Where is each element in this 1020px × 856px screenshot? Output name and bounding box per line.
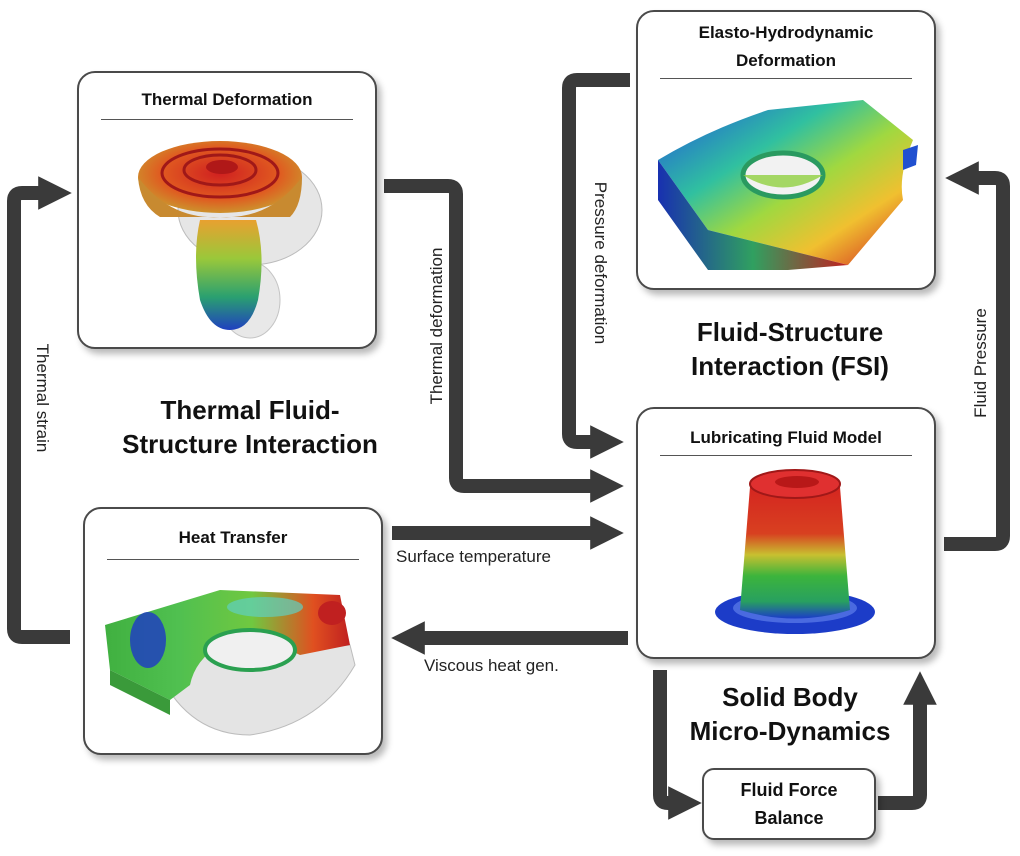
card-divider bbox=[101, 119, 353, 120]
pressure-deformation-arrow bbox=[562, 73, 630, 459]
fluid-pressure-arrow bbox=[944, 161, 1010, 551]
fluid-force-title-line1: Fluid Force bbox=[740, 780, 838, 800]
surface-temperature-label: Surface temperature bbox=[396, 547, 551, 566]
heat-transfer-title: Heat Transfer bbox=[178, 528, 288, 547]
fsi-line1: Fluid-Structure bbox=[696, 317, 884, 347]
elasto-hydrodynamic-title-line2: Deformation bbox=[735, 51, 837, 70]
thermal-fsi-line2: Structure Interaction bbox=[122, 429, 378, 459]
thermal-deformation-model-image bbox=[138, 141, 323, 339]
lubricating-fluid-model-image bbox=[715, 469, 875, 634]
card-divider bbox=[660, 455, 912, 456]
solid-body-heading: Solid Body Micro-Dynamics bbox=[660, 680, 920, 748]
solid-body-line2: Micro-Dynamics bbox=[689, 716, 891, 746]
elasto-hydrodynamic-model-image bbox=[658, 100, 918, 270]
to-fluid-force-arrow bbox=[653, 670, 702, 820]
card-divider bbox=[660, 78, 912, 79]
fluid-force-title-line2: Balance bbox=[754, 808, 824, 828]
fsi-line2: Interaction (FSI) bbox=[691, 351, 889, 381]
viscous-heat-label: Viscous heat gen. bbox=[424, 656, 559, 675]
fluid-pressure-label: Fluid Pressure bbox=[971, 308, 990, 418]
thermal-deformation-title: Thermal Deformation bbox=[141, 90, 313, 109]
fluid-force-balance-card: Fluid Force Balance bbox=[702, 768, 876, 840]
fsi-heading: Fluid-Structure Interaction (FSI) bbox=[640, 315, 940, 383]
from-fluid-force-arrow bbox=[878, 671, 937, 810]
elasto-hydrodynamic-title-line1: Elasto-Hydrodynamic bbox=[698, 23, 874, 42]
thermal-fsi-heading: Thermal Fluid- Structure Interaction bbox=[80, 393, 420, 461]
card-divider bbox=[107, 559, 359, 560]
thermal-strain-label: Thermal strain bbox=[33, 343, 52, 453]
heat-transfer-model-image bbox=[105, 590, 356, 736]
thermal-deformation-arrow bbox=[384, 179, 624, 503]
thermal-deformation-label: Thermal deformation bbox=[427, 247, 446, 405]
solid-body-line1: Solid Body bbox=[722, 682, 858, 712]
lubricating-fluid-title: Lubricating Fluid Model bbox=[690, 428, 882, 447]
thermal-fsi-line1: Thermal Fluid- bbox=[160, 395, 340, 425]
thermal-strain-arrow bbox=[7, 176, 72, 644]
pressure-deformation-label: Pressure deformation bbox=[591, 181, 610, 345]
